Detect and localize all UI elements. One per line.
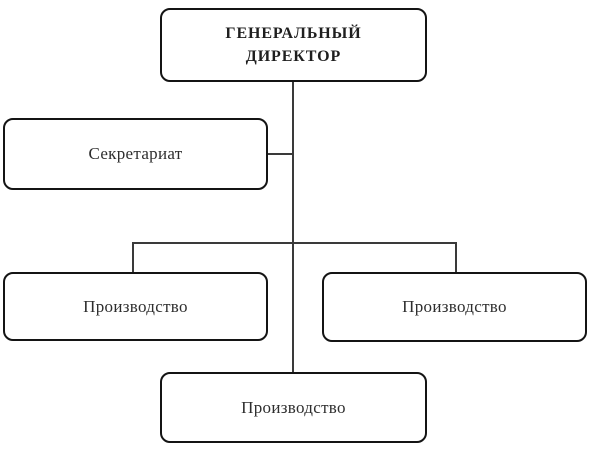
connector-secretariat-branch <box>267 153 293 155</box>
node-production-left-label: Производство <box>83 296 188 316</box>
node-production-right: Производство <box>322 272 587 342</box>
node-secretariat: Секретариат <box>3 118 268 190</box>
node-production-left: Производство <box>3 272 268 341</box>
node-production-right-label: Производство <box>402 297 507 316</box>
node-secretariat-label: Секретариат <box>88 144 183 163</box>
connector-director-trunk <box>292 82 294 372</box>
node-general-director-label: ГЕНЕРАЛЬНЫЙ ДИРЕКТОР <box>225 24 362 65</box>
node-general-director: ГЕНЕРАЛЬНЫЙ ДИРЕКТОР <box>160 8 427 82</box>
connector-production-left-drop <box>132 242 134 273</box>
connector-production-right-drop <box>455 242 457 273</box>
node-production-bottom-label: Производство <box>241 397 346 417</box>
connector-production-bar <box>132 242 456 244</box>
node-production-bottom: Производство <box>160 372 427 443</box>
